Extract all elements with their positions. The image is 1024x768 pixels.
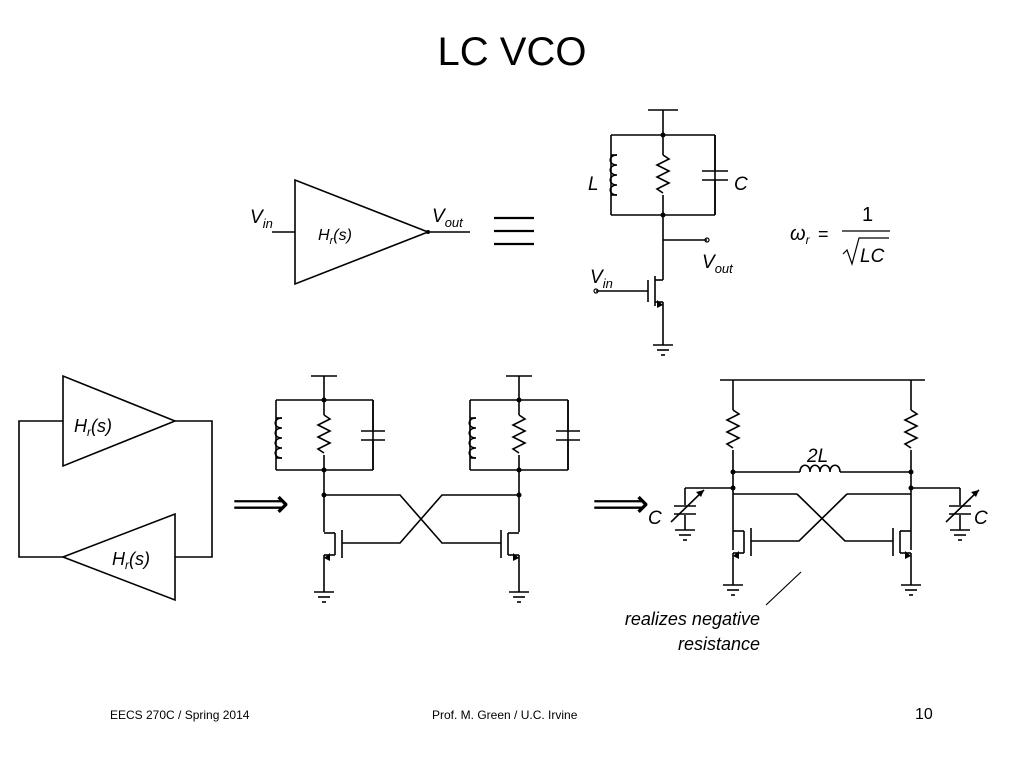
- hr-label-top: Hr(s): [74, 416, 112, 439]
- amplifier-block: Vin Vout Hr(s): [250, 178, 470, 286]
- transfer-function-label: Hr(s): [318, 227, 352, 247]
- annotation-line-2: resistance: [678, 634, 760, 654]
- inductor-label: L: [588, 174, 599, 195]
- vout-label: Vout: [702, 252, 734, 276]
- capacitor-label: C: [734, 174, 748, 195]
- resistor-icon: [317, 414, 331, 454]
- annotation-line-1: realizes negative: [625, 609, 760, 629]
- lc-tank-amplifier: L C Vout Vin: [588, 109, 748, 356]
- inductor-icon: [799, 464, 841, 473]
- ground-icon: [652, 344, 674, 356]
- sqrt-icon: [842, 237, 889, 267]
- sqrt-lc-text: LC: [860, 246, 885, 267]
- ground-icon: [508, 591, 530, 603]
- hr-label-bottom: Hr(s): [112, 549, 150, 572]
- varactor-label: C: [648, 508, 662, 529]
- footer-author: Prof. M. Green / U.C. Irvine: [432, 708, 578, 722]
- vin-label: Vin: [590, 267, 613, 291]
- two-l-label: 2L: [806, 446, 828, 467]
- implies-arrow-2: ⟹: [592, 482, 649, 526]
- slide-title: LC VCO: [437, 30, 587, 74]
- vin-label: Vin: [250, 207, 273, 231]
- annotation-pointer: [765, 571, 802, 606]
- page-number: 10: [915, 706, 933, 723]
- footer-course: EECS 270C / Spring 2014: [110, 708, 250, 722]
- resistor-icon: [656, 154, 670, 194]
- resistor-icon: [726, 409, 740, 449]
- ground-icon: [674, 529, 696, 541]
- amplifier-triangle: [294, 178, 431, 286]
- resistor-icon: [512, 414, 526, 454]
- cross-coupling-wire: [796, 493, 893, 542]
- ground-icon: [949, 529, 971, 541]
- omega-symbol: ωr: [790, 223, 811, 247]
- cross-coupling-wire: [324, 494, 501, 544]
- lc-vco-circuit: 2L C C: [625, 379, 988, 654]
- equivalence-symbol: [494, 216, 534, 246]
- vout-label: Vout: [432, 206, 464, 230]
- resistor-icon: [904, 409, 918, 449]
- equals-sign: =: [818, 224, 829, 244]
- cross-coupling-wire: [751, 493, 848, 542]
- cross-coupled-tanks: [274, 375, 580, 603]
- ground-icon: [722, 584, 744, 596]
- resonance-formula: ωr = 1 LC: [790, 204, 890, 267]
- cross-coupling-wire: [342, 494, 519, 544]
- numerator: 1: [862, 204, 873, 226]
- feedback-loop: Hr(s) Hr(s): [18, 374, 213, 602]
- varactor-label: C: [974, 508, 988, 529]
- ground-icon: [313, 591, 335, 603]
- ground-icon: [900, 584, 922, 596]
- implies-arrow-1: ⟹: [232, 482, 289, 526]
